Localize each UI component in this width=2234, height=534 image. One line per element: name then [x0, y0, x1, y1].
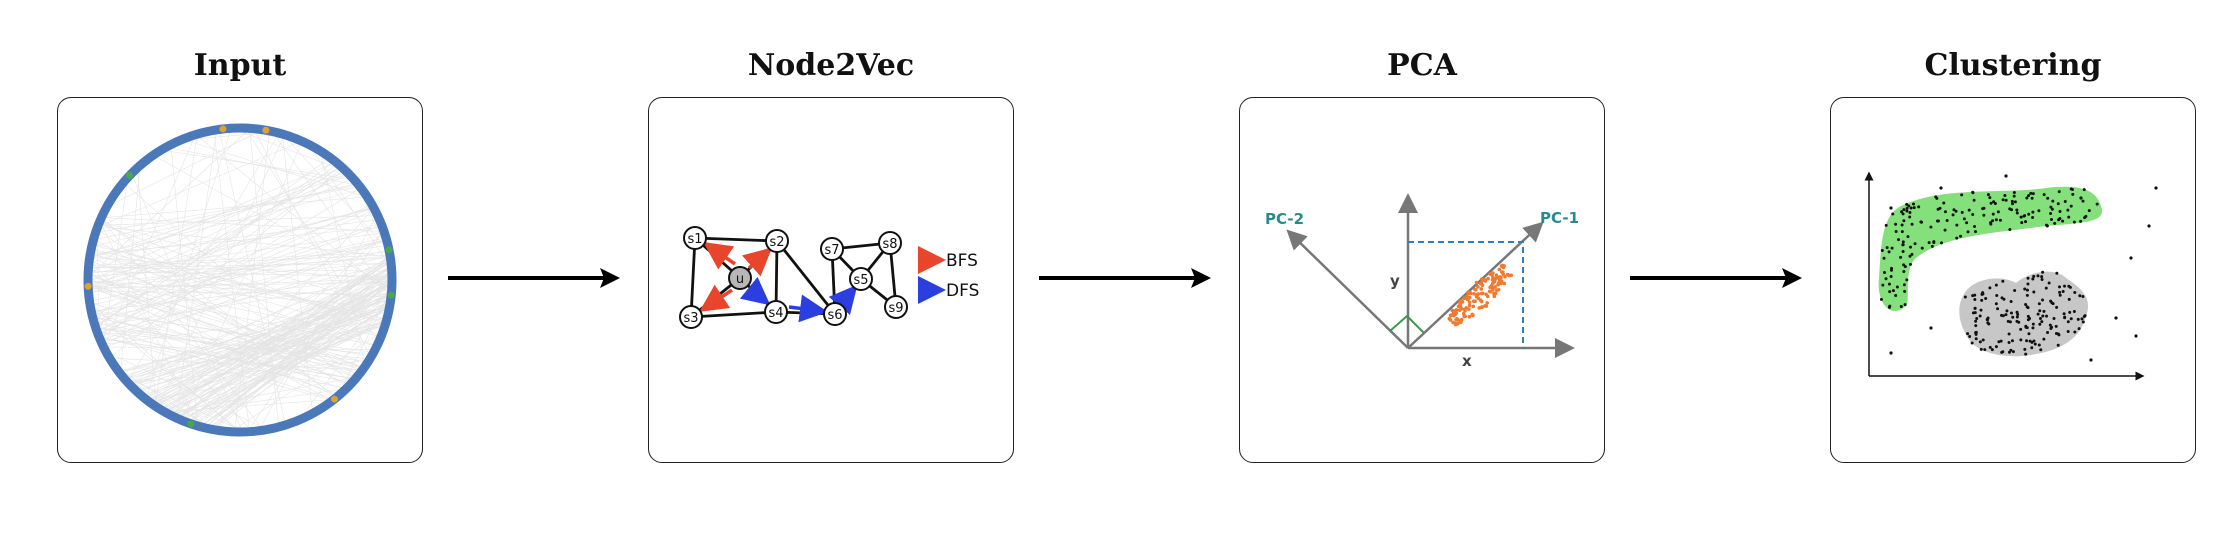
stage-title-node2vec: Node2Vec: [747, 48, 915, 83]
svg-text:s5: s5: [853, 273, 868, 288]
node-s2: s2: [765, 229, 789, 253]
svg-text:s9: s9: [888, 301, 903, 316]
pc2-label: PC-2: [1265, 210, 1304, 228]
cluster-2-region: [1959, 271, 2089, 357]
node-s5: s5: [849, 267, 873, 291]
svg-text:s3: s3: [683, 311, 698, 326]
svg-text:s7: s7: [824, 243, 839, 258]
svg-text:u: u: [736, 272, 744, 287]
network-ring: [83, 123, 397, 437]
flow-arrow-2: [1039, 268, 1211, 288]
flow-arrow-3: [1630, 268, 1802, 288]
svg-text:s6: s6: [827, 308, 842, 323]
node-s6: s6: [823, 302, 847, 326]
node2vec-diagram: s1 s2 s3 s4 s5 s6 s7 s8 s9 u BFS DFS: [679, 226, 979, 329]
stage-title-input: Input: [193, 48, 287, 83]
node2vec-legend: BFS DFS: [918, 246, 979, 304]
svg-text:s8: s8: [882, 237, 897, 252]
clustering-panel: [1830, 97, 2196, 463]
node-s3: s3: [679, 305, 703, 329]
node2vec-panel: s1 s2 s3 s4 s5 s6 s7 s8 s9 u BFS DFS: [648, 97, 1014, 463]
svg-text:s1: s1: [687, 232, 702, 247]
pca-panel: PC-2 PC-1 y x: [1239, 97, 1605, 463]
legend-bfs: BFS: [946, 251, 978, 271]
stage-title-clustering: Clustering: [1924, 48, 2102, 83]
legend-dfs: DFS: [946, 281, 979, 301]
input-panel: [57, 97, 423, 463]
svg-text:s2: s2: [769, 235, 784, 250]
node-s1: s1: [683, 226, 707, 250]
node-s8: s8: [878, 231, 902, 255]
cluster-1-region: [1878, 186, 2103, 312]
svg-text:s4: s4: [768, 306, 783, 321]
node-u: u: [728, 266, 752, 290]
node-s4: s4: [764, 300, 788, 324]
node-s7: s7: [820, 237, 844, 261]
flow-arrow-1: [448, 268, 620, 288]
node-s9: s9: [884, 295, 908, 319]
clustering-diagram: [1864, 171, 2158, 381]
pca-diagram: PC-2 PC-1 y x: [1265, 193, 1579, 370]
pc1-label: PC-1: [1540, 209, 1579, 227]
x-axis-label: x: [1462, 352, 1472, 370]
circular-network-graph: [83, 123, 397, 437]
stage-title-pca: PCA: [1387, 48, 1457, 83]
y-axis-label: y: [1390, 272, 1400, 290]
